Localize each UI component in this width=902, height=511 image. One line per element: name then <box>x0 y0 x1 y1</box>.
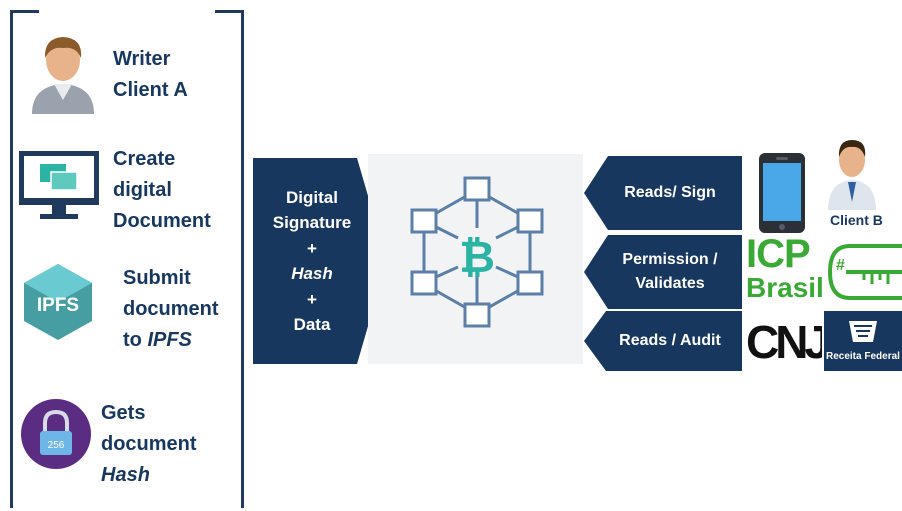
digital-label: Digital <box>286 187 338 207</box>
action-reads-sign: Reads/ Sign <box>584 156 742 230</box>
lock-badge-text: 256 <box>48 440 65 451</box>
plus-sign: + <box>307 238 317 258</box>
step-submit-label: Submit document to IPFS <box>123 267 219 351</box>
bitcoin-symbol: ₿ <box>459 232 495 283</box>
icp-brasil-logo: ICP Brasil # <box>744 234 902 308</box>
cnj-logo: CNJ <box>744 311 822 371</box>
smartphone-icon <box>759 153 805 233</box>
reads-audit-label: Reads / Audit <box>619 332 721 349</box>
action-permission-validates: Permission / Validates <box>584 235 742 309</box>
client-b-user-icon <box>828 140 876 210</box>
ipfs-icon: IPFS <box>24 264 92 340</box>
receita-text: Receita Federal <box>826 351 900 362</box>
step-hash-label: Gets document Hash <box>101 402 197 486</box>
permission-label: Permission / <box>622 251 718 268</box>
step-create-label: Create digital Document <box>113 148 211 232</box>
plus-sign: + <box>307 289 317 309</box>
client-b-label: Client B <box>830 212 883 228</box>
signature-hash-data-box: Digital Signature + Hash + Data <box>253 158 391 364</box>
input-arrow-shape <box>253 158 387 364</box>
reads-sign-label: Reads/ Sign <box>624 184 716 201</box>
validates-label: Validates <box>635 275 705 292</box>
monitor-icon <box>19 151 99 219</box>
action-reads-audit: Reads / Audit <box>584 311 742 371</box>
cnj-text: CNJ <box>746 316 822 368</box>
step-writer-label: Writer Client A <box>113 48 188 101</box>
lock-icon: 256 <box>21 399 91 469</box>
blockchain-bitcoin-icon: ₿ <box>410 176 544 328</box>
ipfs-badge-text: IPFS <box>37 295 79 316</box>
icp-text: ICP <box>746 234 811 276</box>
left-bracket <box>10 10 244 508</box>
receita-federal-logo: Receita Federal <box>824 311 902 371</box>
brasil-text: Brasil <box>746 272 824 303</box>
data-label: Data <box>293 315 331 334</box>
svg-text:#: # <box>836 257 845 274</box>
key-icon: # <box>828 244 902 300</box>
receita-emblem-icon <box>849 321 877 342</box>
signature-hash-data-text: Digital Signature + Hash + Data <box>253 158 371 364</box>
signature-label: Signature <box>272 213 352 232</box>
user-icon <box>32 37 94 114</box>
hash-label: Hash <box>291 264 333 283</box>
